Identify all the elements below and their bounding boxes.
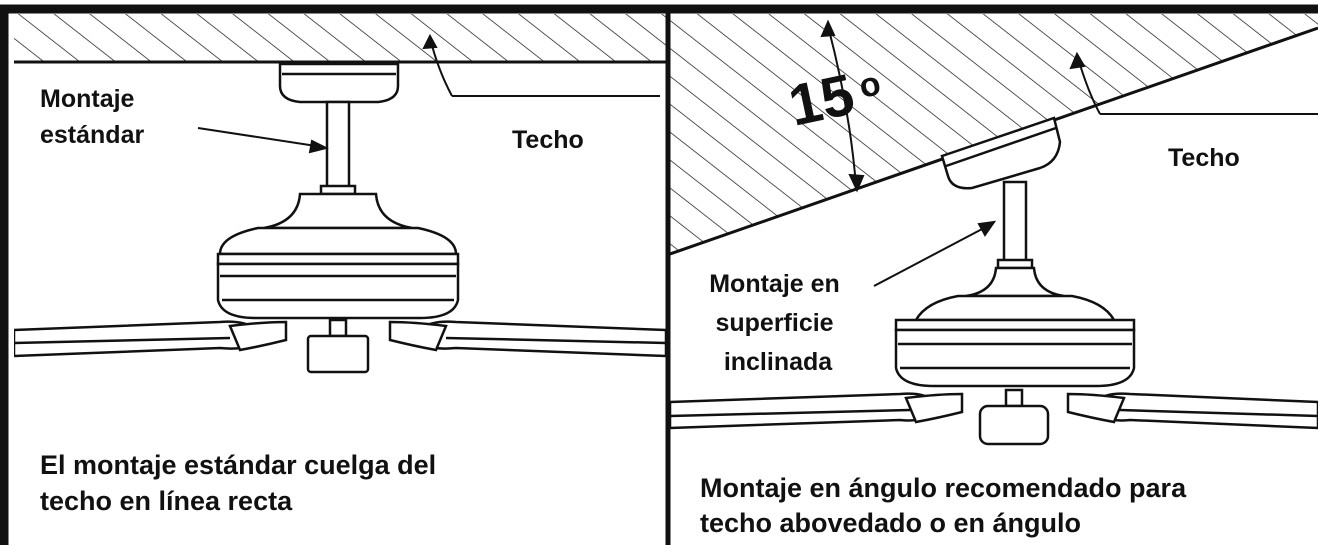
sloped-fan (670, 180, 1318, 446)
frame (0, 4, 1318, 545)
standard-mount-label: Montaje estándar (40, 85, 144, 149)
left-ceiling-label: Techo (512, 126, 584, 154)
standard-fan (14, 62, 666, 374)
ceiling-hatch (14, 14, 666, 62)
sloped-canopy (940, 116, 1062, 190)
right-caption: Montaje en ángulo recomendado para techo… (700, 473, 1194, 538)
left-caption: El montaje estándar cuelga del techo en … (40, 450, 444, 516)
angle-label: 15 (783, 62, 860, 139)
right-ceiling-label: Techo (1168, 144, 1240, 172)
sloped-ceiling-hatch (670, 14, 1318, 254)
standard-mount-arrow (197, 127, 329, 154)
sloped-mount-arrow (873, 220, 997, 287)
angle-dimension (820, 19, 865, 193)
right-ceiling-indicator (1069, 51, 1318, 115)
left-panel: Montaje estándar Techo El montaje estánd… (14, 14, 666, 516)
sloped-mount-label: Montaje en superficie inclinada (709, 270, 847, 376)
right-panel: 15 o (670, 14, 1318, 538)
ceiling-indicator (422, 33, 660, 97)
